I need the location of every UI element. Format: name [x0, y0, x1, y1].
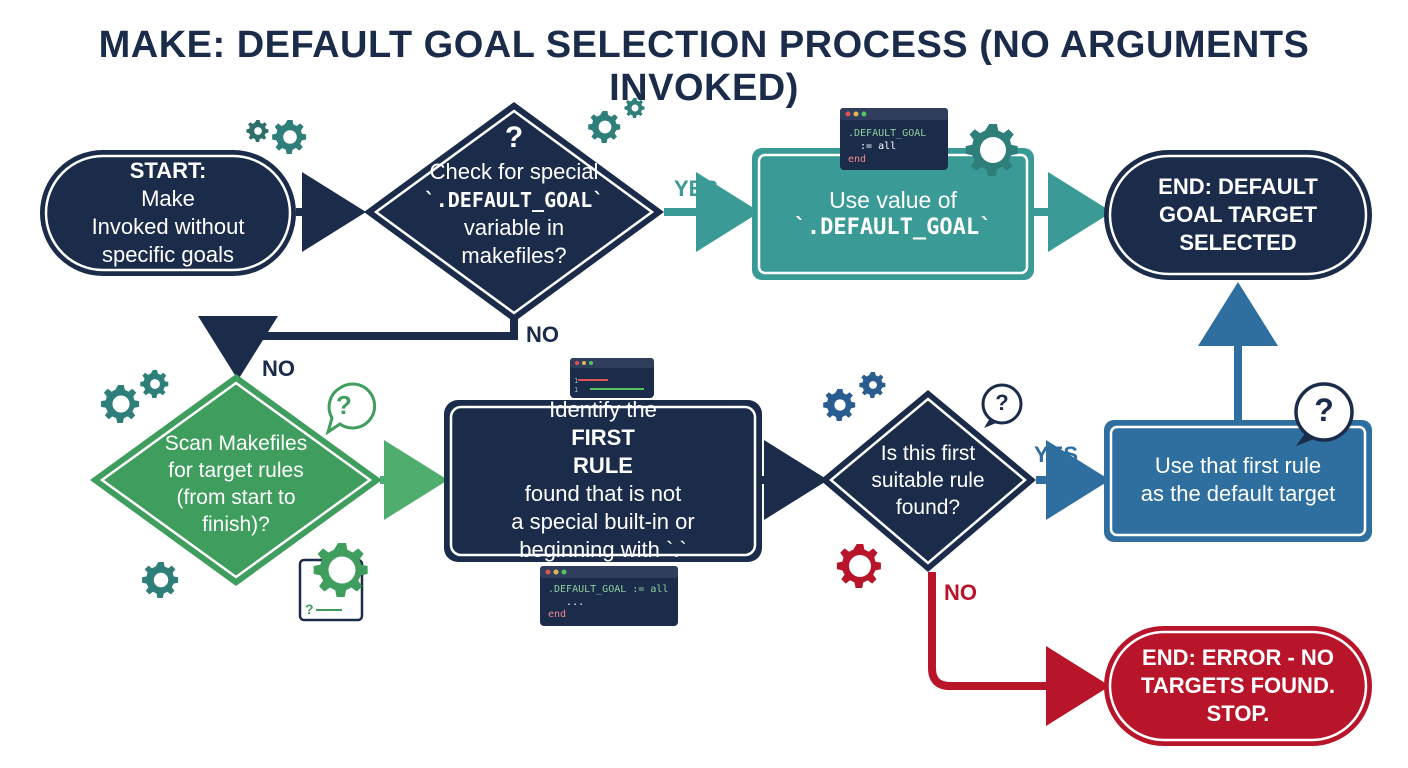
- use-default-line-2: `.DEFAULT_GOAL`: [793, 215, 993, 240]
- code-snippet-top: [840, 108, 948, 170]
- question-bubble-icon: [1294, 382, 1354, 446]
- question-mark-icon: ?: [1314, 392, 1334, 428]
- gear-icon: [624, 98, 645, 118]
- check-line-3: variable in: [463, 215, 565, 240]
- identify-line-1a: Identify the: [549, 397, 657, 422]
- use-default-goal-node: [752, 148, 1034, 280]
- use-first-rule-node: [1104, 420, 1372, 542]
- use-first-line-2: as the default target: [1140, 481, 1336, 506]
- gear-icon: [140, 370, 169, 398]
- gear-icon: [836, 544, 881, 588]
- gear-icon: [272, 120, 307, 154]
- question-mark-icon: ?: [504, 121, 524, 154]
- svg-text:1: 1: [574, 386, 578, 394]
- end-error-label: END: ERROR - NO TARGETS FOUND. STOP.: [1110, 632, 1366, 740]
- use-first-rule-label: Use that first rule as the default targe…: [1111, 430, 1365, 530]
- snippet-bottom-line-3: end: [548, 609, 567, 620]
- gear-icon: [101, 385, 140, 423]
- scan-line-3: (from start to: [176, 486, 296, 509]
- svg-text:?: ?: [305, 601, 314, 617]
- snippet-top-line-2: := all: [848, 141, 897, 152]
- use-default-goal-label: Use value of `.DEFAULT_GOAL`: [759, 160, 1027, 268]
- question-bubble-icon: [325, 382, 377, 436]
- scan-makefiles-label: Scan Makefiles for target rules (from st…: [140, 424, 332, 544]
- identify-line-4: beginning with `.`: [519, 537, 687, 562]
- end-error-line-3: STOP.: [1206, 701, 1270, 726]
- scan-line-4: finish)?: [202, 513, 270, 536]
- start-text-3: specific goals: [101, 242, 235, 267]
- snippet-top-line-1: .DEFAULT_GOAL: [848, 128, 927, 139]
- edge-label-yes-2: YES: [1034, 442, 1079, 467]
- is-first-rule-decision: [820, 390, 1036, 572]
- identify-first-rule-label: Identify the FIRST RULE found that is no…: [451, 397, 755, 562]
- is-first-line-3: found?: [895, 495, 961, 519]
- edge-label-no-1: NO: [526, 322, 559, 347]
- is-first-rule-label: Is this first suitable rule found?: [848, 434, 1008, 526]
- svg-text:1: 1: [574, 377, 578, 385]
- edge-label-yes-1: YES: [674, 176, 719, 201]
- end-selected-line-1: END: DEFAULT: [1158, 174, 1318, 199]
- identify-line-2a: RULE: [573, 453, 633, 478]
- question-mark-icon: ?: [336, 390, 352, 420]
- gear-icon: [965, 124, 1018, 176]
- gear-icon: [823, 389, 856, 421]
- edge-label-no-3: NO: [944, 580, 977, 605]
- gear-icon: [859, 372, 886, 398]
- end-error-line-1: END: ERROR - NO: [1142, 645, 1334, 670]
- is-first-line-1: Is this first: [880, 441, 976, 465]
- question-bubble-icon: [981, 383, 1023, 428]
- is-first-line-2: suitable rule: [871, 468, 985, 492]
- end-error-node: [1104, 626, 1372, 746]
- gear-icon: [142, 562, 179, 598]
- question-mark-icon: ?: [995, 390, 1009, 415]
- check-line-1: Check for special: [429, 159, 599, 184]
- end-error-line-2: TARGETS FOUND.: [1141, 673, 1335, 698]
- start-node-label: START: Make Invoked without specific goa…: [46, 156, 290, 270]
- code-snippet-middle: 1 1: [570, 358, 654, 398]
- scan-line-2: for target rules: [168, 459, 304, 482]
- identify-line-2b: found that is not: [524, 481, 682, 506]
- scan-line-1: Scan Makefiles: [164, 432, 308, 455]
- identify-line-3: a special built-in or: [511, 509, 695, 534]
- gear-icon: [246, 120, 269, 142]
- check-default-goal-label: ? Check for special `.DEFAULT_GOAL` vari…: [404, 122, 624, 274]
- document-gear-icon: ?: [298, 543, 368, 622]
- edge-is-first-to-error: [928, 572, 1110, 726]
- start-text-1: Make: [141, 186, 195, 211]
- use-default-line-1: Use value of: [829, 187, 957, 213]
- end-selected-line-3: SELECTED: [1179, 230, 1297, 255]
- start-node: [40, 150, 296, 276]
- scan-makefiles-decision: [90, 374, 382, 586]
- start-text-2: Invoked without: [91, 214, 245, 239]
- snippet-bottom-line-2: ...: [548, 597, 585, 608]
- snippet-bottom-line-1: .DEFAULT_GOAL := all: [548, 584, 669, 595]
- check-line-4: makefiles?: [461, 243, 567, 268]
- check-default-goal-decision: [364, 102, 664, 322]
- end-selected-line-2: GOAL TARGET: [1158, 202, 1318, 227]
- page-title: MAKE: DEFAULT GOAL SELECTION PROCESS (NO…: [98, 24, 1310, 109]
- snippet-top-line-3: end: [848, 154, 867, 165]
- end-selected-node: [1104, 150, 1372, 280]
- identify-first-rule-node: [444, 400, 762, 562]
- end-selected-label: END: DEFAULT GOAL TARGET SELECTED: [1110, 156, 1366, 274]
- gear-icon: [588, 111, 621, 143]
- use-first-line-1: Use that first rule: [1154, 453, 1322, 478]
- check-line-2: `.DEFAULT_GOAL`: [423, 188, 605, 212]
- start-bold-label: START:: [129, 158, 207, 183]
- edge-label-no-2: NO: [262, 356, 295, 381]
- identify-line-1b: FIRST: [571, 425, 635, 450]
- code-snippet-bottom: [540, 566, 678, 626]
